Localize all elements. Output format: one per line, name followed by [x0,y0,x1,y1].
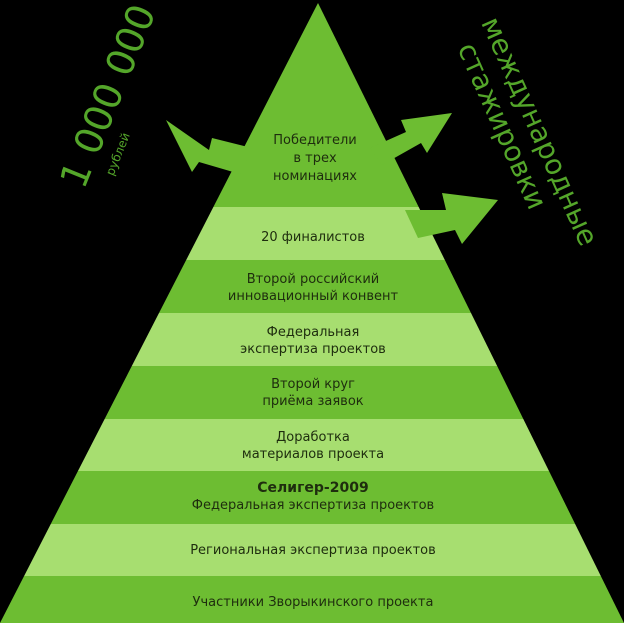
upper-right-arrow-icon [370,113,452,165]
band-level-8 [0,576,624,623]
prize-group: 1 000 000 рублей [51,0,164,194]
level-4-line-2: приёма заявок [262,394,363,409]
level-5-line-1: Доработка [276,430,350,445]
level-7-line-1: Региональная экспертиза проектов [190,543,436,558]
level-5-line-2: материалов проекта [242,447,384,462]
lower-right-arrow-icon [405,193,498,244]
band-level-7 [0,524,624,576]
level-4-line-1: Второй круг [271,377,355,392]
apex-label-line-1: Победители [273,133,357,148]
left-arrow-icon [166,120,252,174]
level-6-line-2: Федеральная экспертиза проектов [192,498,434,513]
level-6-line-1: Селигер-2009 [257,480,368,496]
level-2-line-1: Второй российский [247,272,380,287]
level-3-line-1: Федеральная [267,325,360,340]
band-level-5 [0,419,624,471]
band-level-6 [0,471,624,524]
level-2-line-2: инновационный конвент [228,289,399,304]
level-3-line-2: экспертиза проектов [240,342,386,357]
band-level-4 [0,366,624,419]
level-1-line-1: 20 финалистов [261,230,365,245]
apex-label-line-2: в трех [293,151,337,166]
apex-label-line-3: номинациях [273,169,357,184]
level-8-line-1: Участники Зворыкинского проекта [193,595,434,610]
